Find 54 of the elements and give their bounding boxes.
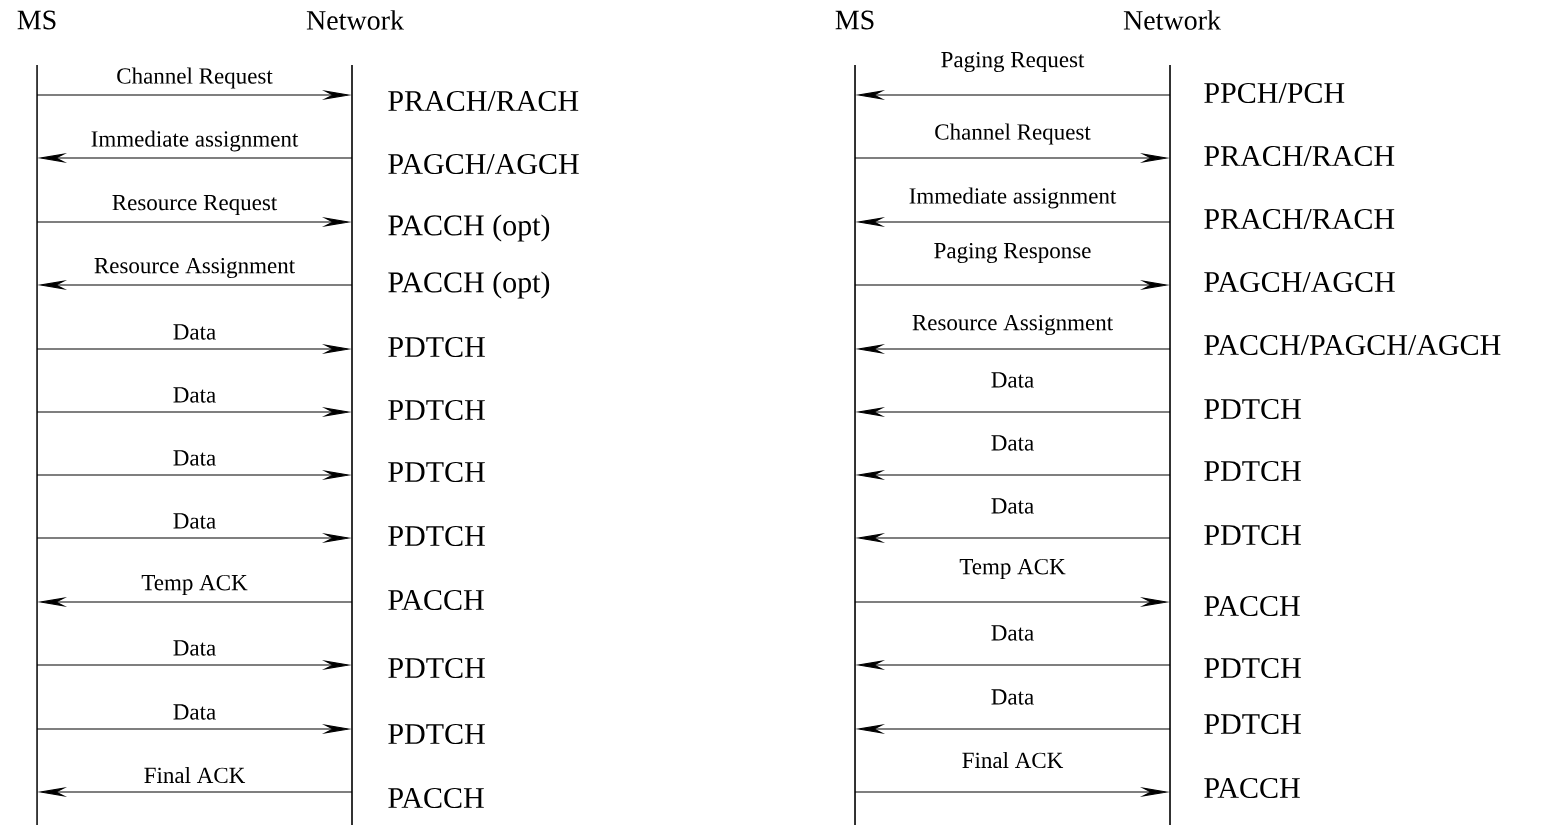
message-label: Data — [173, 513, 216, 529]
channel-label: PACCH (opt) — [388, 271, 550, 299]
channel-label: PDTCH — [388, 336, 485, 358]
channel-label: PAGCH/AGCH — [1204, 271, 1395, 293]
channel-label: PDTCH — [1204, 713, 1301, 735]
lifeline — [17, 10, 56, 825]
channel-label: PDTCH — [1204, 398, 1301, 420]
lifeline-header: MS — [17, 10, 56, 30]
channel-label: PDTCH — [1204, 524, 1301, 546]
message-label: Channel Request — [935, 123, 1091, 145]
channel-label: PRACH/RACH — [1204, 208, 1395, 230]
channel-label: PAGCH/AGCH — [388, 153, 579, 175]
channel-label: PDTCH — [388, 461, 485, 483]
channel-label: PDTCH — [388, 525, 485, 547]
message-label: Channel Request — [117, 67, 273, 89]
message-label: Immediate assignment — [91, 130, 299, 152]
message-label: Resource Request — [112, 195, 278, 215]
channel-label: PACCH — [388, 787, 484, 809]
channel-label: PACCH — [388, 589, 484, 611]
message-label: Data — [173, 704, 216, 720]
lifeline-header: Network — [1123, 10, 1221, 30]
channel-label: PRACH/RACH — [1204, 145, 1395, 167]
channel-label: PACCH — [1204, 595, 1300, 617]
message-label: Paging Response — [934, 242, 1091, 264]
message-label: Data — [173, 324, 216, 340]
message-label: Resource Assignment — [912, 314, 1113, 336]
message-label: Resource Assignment — [94, 257, 295, 279]
channel-label: PRACH/RACH — [388, 90, 579, 112]
message-label: Final ACK — [962, 751, 1064, 769]
channel-label: PDTCH — [388, 723, 485, 745]
message-label: Data — [173, 450, 216, 466]
message-label: Final ACK — [144, 766, 246, 784]
message-label: Data — [991, 372, 1034, 388]
channel-label: PDTCH — [1204, 657, 1301, 679]
message-label: Data — [173, 387, 216, 403]
channel-label: PDTCH — [388, 399, 485, 421]
message-label: Data — [991, 625, 1034, 641]
message-label: Data — [173, 640, 216, 656]
message-label: Paging Request — [941, 51, 1085, 73]
message-label: Immediate assignment — [909, 187, 1117, 209]
message-label: Temp ACK — [141, 574, 248, 596]
message-label: Data — [991, 689, 1034, 705]
channel-label: PDTCH — [1204, 460, 1301, 482]
channel-label: PPCH/PCH — [1204, 82, 1345, 104]
channel-label: PACCH (opt) — [388, 214, 550, 242]
channel-label: PACCH — [1204, 777, 1300, 799]
lifeline — [835, 10, 874, 825]
message-label: Temp ACK — [959, 558, 1066, 580]
lifeline-header: MS — [835, 10, 874, 30]
lifeline-header: Network — [306, 10, 404, 30]
channel-label: PDTCH — [388, 657, 485, 679]
message-label: Data — [991, 435, 1034, 451]
message-label: Data — [991, 498, 1034, 514]
channel-label: PACCH/PAGCH/AGCH — [1204, 334, 1501, 356]
